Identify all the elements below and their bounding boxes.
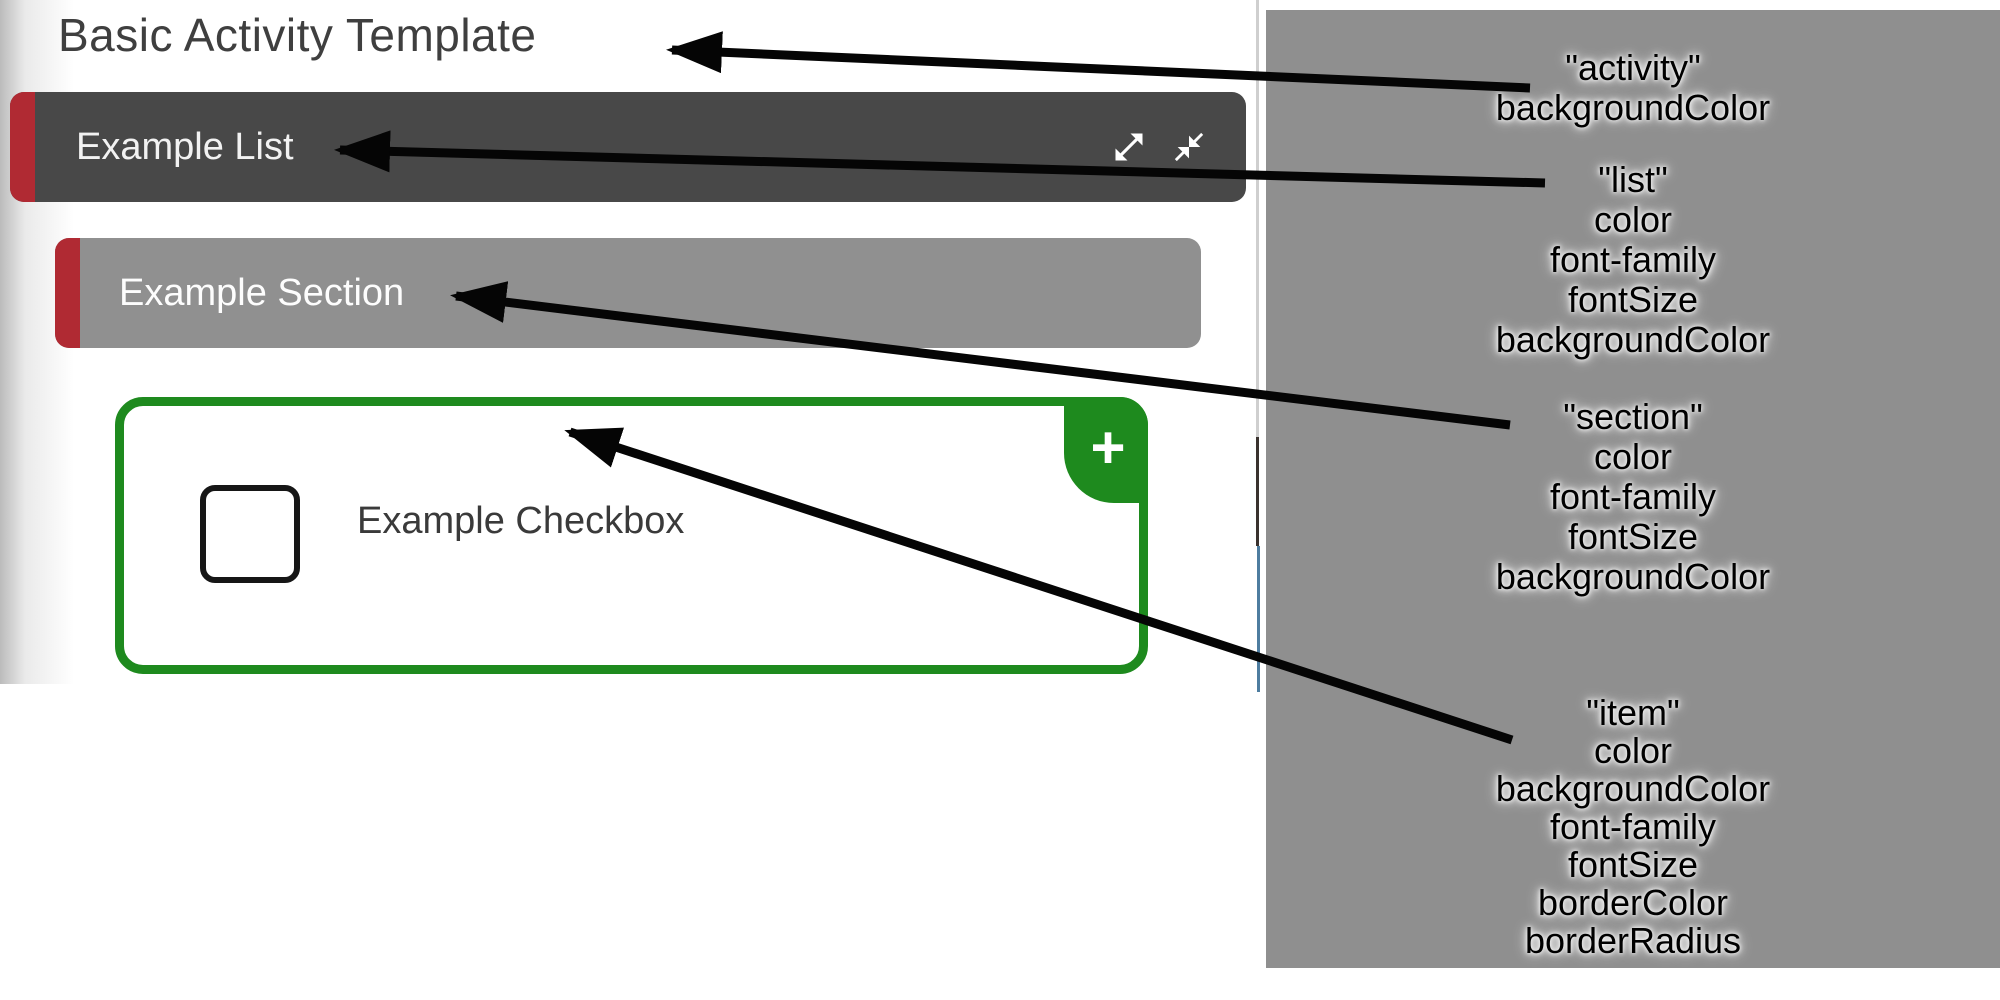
list-accent-stripe xyxy=(10,92,35,202)
annotation-activity-name: "activity" xyxy=(1565,47,1701,88)
annotation-item-prop: font-family xyxy=(1549,806,1717,847)
annotation-list-prop: backgroundColor xyxy=(1495,319,1771,360)
annotation-section-prop: font-family xyxy=(1549,476,1717,517)
add-item-button[interactable]: + xyxy=(1064,397,1148,503)
expand-icon[interactable] xyxy=(1110,128,1148,166)
annotation-section-prop: fontSize xyxy=(1567,516,1699,557)
example-checkbox[interactable] xyxy=(200,485,300,583)
list-header-bar[interactable]: Example List xyxy=(10,92,1246,202)
annotation-activity-prop: backgroundColor xyxy=(1495,87,1771,128)
annotation-section-prop: backgroundColor xyxy=(1495,556,1771,597)
annotation-section-name: "section" xyxy=(1563,396,1703,437)
edge-highlight-line xyxy=(1257,546,1260,692)
list-header-icons xyxy=(1110,92,1208,202)
annotation-item-prop: color xyxy=(1593,730,1673,771)
annotation-item-name: "item" xyxy=(1586,692,1680,733)
section-accent-stripe xyxy=(55,238,80,348)
item-card: + Example Checkbox xyxy=(115,397,1148,674)
annotation-section: "section" color font-family fontSize bac… xyxy=(1266,397,2000,597)
annotation-item: "item" color backgroundColor font-family… xyxy=(1266,694,2000,960)
annotation-item-prop: borderRadius xyxy=(1524,920,1742,961)
annotation-item-prop: fontSize xyxy=(1567,844,1699,885)
annotation-list-name: "list" xyxy=(1598,159,1668,200)
section-header-bar[interactable]: Example Section xyxy=(55,238,1201,348)
annotation-section-prop: color xyxy=(1593,436,1673,477)
collapse-icon[interactable] xyxy=(1170,128,1208,166)
section-label: Example Section xyxy=(119,271,405,314)
annotation-item-prop: borderColor xyxy=(1537,882,1729,923)
checkbox-label: Example Checkbox xyxy=(357,500,685,542)
list-label: Example List xyxy=(76,125,294,168)
annotation-list-prop: fontSize xyxy=(1567,279,1699,320)
annotation-list-prop: font-family xyxy=(1549,239,1717,280)
activity-title: Basic Activity Template xyxy=(58,9,537,61)
annotation-list: "list" color font-family fontSize backgr… xyxy=(1266,160,2000,360)
plus-icon: + xyxy=(1090,414,1126,481)
annotation-activity: "activity" backgroundColor xyxy=(1266,48,2000,128)
scrollbar-thumb[interactable] xyxy=(1256,437,1259,546)
annotation-item-prop: backgroundColor xyxy=(1495,768,1771,809)
annotation-list-prop: color xyxy=(1593,199,1673,240)
activity-preview: Basic Activity Template Example List xyxy=(0,0,1256,684)
screenshot-edge-line xyxy=(1256,0,1259,437)
